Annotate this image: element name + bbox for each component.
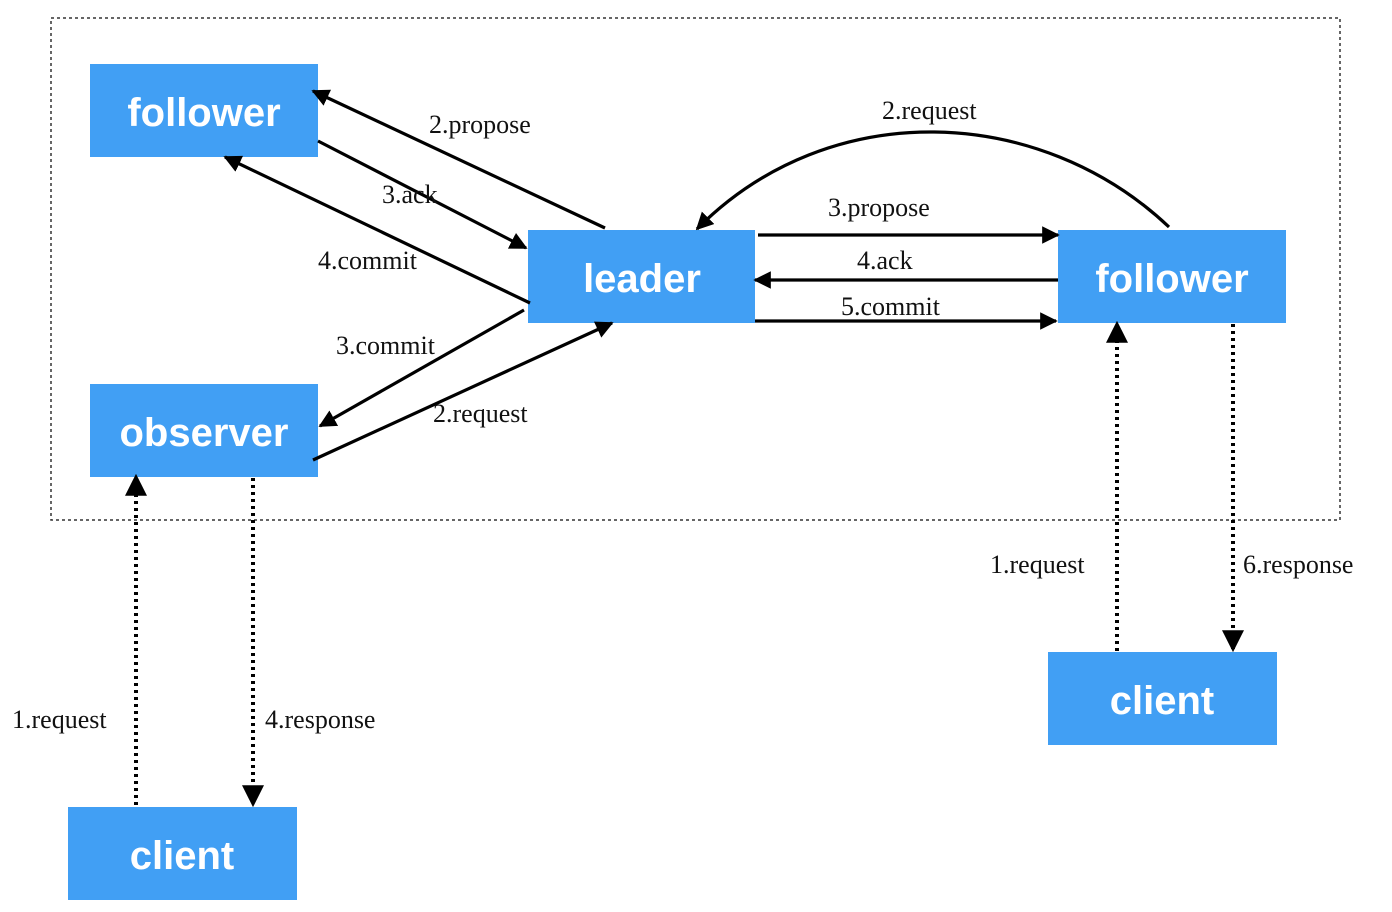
follower-left-label: follower (127, 91, 280, 135)
label-leader-to-follower-left-propose: 2.propose (429, 110, 531, 139)
label-observer-to-leader-request: 2.request (433, 399, 528, 428)
follower-right-label: follower (1095, 257, 1248, 301)
leader-box (528, 230, 755, 323)
client-right-box (1048, 652, 1277, 745)
label-observer-to-client-left-response: 4.response (265, 705, 375, 734)
client-right-label: client (1110, 679, 1214, 723)
arrow-follower-left-to-leader-ack (317, 139, 528, 250)
label-client-left-to-observer-request: 1.request (12, 705, 107, 734)
label-leader-to-follower-right-commit: 5.commit (841, 292, 941, 321)
label-follower-right-to-leader-request: 2.request (882, 96, 977, 125)
node-leader: leader (528, 230, 755, 323)
arrow-observer-to-leader-request (312, 321, 614, 462)
cluster-boundary (50, 17, 1341, 521)
client-left-label: client (130, 834, 234, 878)
node-follower-left: follower (90, 64, 318, 157)
label-follower-right-to-client-right-response: 6.response (1243, 550, 1353, 579)
label-follower-right-to-leader-ack: 4.ack (857, 246, 913, 275)
arrow-follower-right-to-leader-request (695, 130, 1171, 231)
arrow-leader-to-follower-left-propose (311, 89, 606, 230)
follower-left-box (90, 64, 318, 157)
client-left-box (68, 807, 297, 900)
observer-box (90, 384, 318, 477)
node-client-right: client (1048, 652, 1277, 745)
label-leader-to-follower-left-commit: 4.commit (318, 246, 418, 275)
node-observer: observer (90, 384, 318, 477)
node-client-left: client (68, 807, 297, 900)
label-leader-to-observer-commit: 3.commit (336, 331, 436, 360)
label-leader-to-follower-right-propose: 3.propose (828, 193, 930, 222)
leader-label: leader (583, 257, 701, 301)
observer-label: observer (120, 411, 289, 455)
node-follower-right: follower (1058, 230, 1286, 323)
follower-right-box (1058, 230, 1286, 323)
label-client-right-to-follower-right-request: 1.request (990, 550, 1085, 579)
arrow-leader-to-observer-commit (318, 308, 525, 428)
label-follower-left-to-leader-ack: 3.ack (382, 180, 438, 209)
arrow-leader-to-follower-left-commit (223, 155, 531, 305)
